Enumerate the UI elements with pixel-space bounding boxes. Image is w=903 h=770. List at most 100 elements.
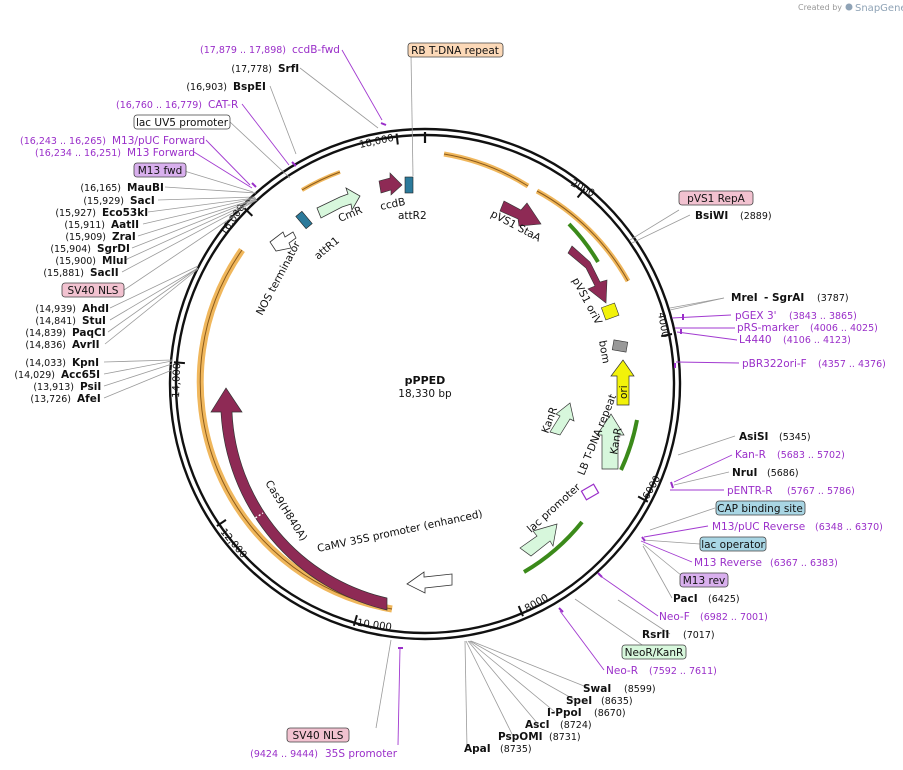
site-apai-pos: (8735): [500, 744, 532, 755]
site-swai-name: SwaI: [583, 683, 611, 695]
primer-ccdb-fwd-name: ccdB-fwd: [292, 44, 340, 56]
cap-binding-box: [715, 500, 806, 516]
tick-mark: [173, 361, 185, 365]
primer-prs-range: (4006 .. 4025): [810, 323, 878, 334]
primer-ccdb-fwd-range: (17,879 .. 17,898): [200, 45, 286, 56]
primer-35s-range: (9424 .. 9444): [250, 749, 318, 760]
camv-arrow: [406, 571, 453, 594]
site-srfi-pos: (17,778): [231, 64, 272, 75]
lac-operator-box: [699, 536, 767, 552]
lac-uv5-box: [133, 114, 231, 130]
primer-kanr-range: (5683 .. 5702): [777, 450, 845, 461]
site-asci-name: AscI: [525, 719, 550, 731]
sv40-nls-top-label: SV40 NLS: [68, 285, 119, 297]
site-bsiwi-name: BsiWI: [695, 210, 728, 222]
site-kpni-pos: (14,033): [25, 358, 66, 369]
tick-mark: [576, 188, 586, 199]
tick-mark: [216, 519, 227, 527]
bom-label: bom: [596, 339, 612, 364]
primer-pgex3-range: (3843 .. 3865): [789, 311, 857, 322]
primer-cat-r-range: (16,760 .. 16,779): [116, 100, 202, 111]
kanr-outer-label: KanR: [608, 427, 625, 456]
attr1-box: [295, 210, 313, 230]
pvs1-staa-arrow: [499, 200, 542, 227]
pvs1-oriv-arrow: [567, 245, 608, 304]
tick-label-14000: 14,000: [171, 363, 183, 398]
tick-label-10000: 10,000: [356, 618, 392, 634]
cmr-arrow: [316, 187, 361, 219]
primer-m13puc-name: M13/pUC Forward: [112, 135, 205, 147]
sv40-nls-bottom-label: SV40 NLS: [293, 730, 344, 742]
m13-rev-label: M13 rev: [683, 575, 726, 587]
site-asisi-name: AsiSI: [739, 431, 768, 443]
primer-neof-name: Neo-F: [659, 611, 690, 623]
site-sacii-pos: (15,881): [43, 268, 84, 279]
primer-pbr-range: (4357 .. 4376): [818, 359, 886, 370]
site-spei-pos: (8635): [601, 696, 633, 707]
site-rsrii-name: RsrII: [642, 629, 669, 641]
primer-pgex3-name: pGEX 3': [735, 310, 777, 322]
site-maubi-pos: (16,165): [80, 183, 121, 194]
site-ahdi-pos: (14,939): [35, 304, 76, 315]
pvs1-repa-box: [678, 190, 754, 206]
orange-highlight-arcs: [196, 151, 631, 613]
ccdb-label: ccdB: [379, 196, 406, 213]
tick-mark: [352, 614, 358, 627]
rb-tdna-box-group: RB T-DNA repeat: [407, 42, 504, 58]
site-maubi-name: MauBI: [127, 182, 164, 194]
ori-label: ori: [618, 385, 630, 399]
attr2-box: [404, 176, 414, 194]
site-mrei-sep: -: [764, 292, 768, 304]
site-mrei-name: MreI: [731, 292, 758, 304]
site-acc65i-name: Acc65I: [61, 369, 100, 381]
snapgene-logo-icon: [845, 3, 853, 11]
rb-tdna-box: [407, 42, 504, 58]
primer-m13pucrev-range: (6348 .. 6370): [815, 522, 883, 533]
site-psii-pos: (13,913): [33, 382, 74, 393]
attr1-label: attR1: [312, 235, 342, 263]
plasmid-title: pPPED 18,330 bp: [398, 374, 452, 400]
site-nrui-name: NruI: [732, 467, 757, 479]
site-asci-pos: (8724): [560, 720, 592, 731]
lac-operator-label: lac operator: [701, 539, 765, 551]
site-eco53ki-name: Eco53kI: [102, 207, 148, 219]
lac-promoter-arrow: [519, 523, 558, 557]
primer-neor-name: Neo-R: [606, 665, 638, 677]
site-sacii-name: SacII: [90, 267, 119, 279]
repa-arc: [535, 188, 631, 283]
tick-mark: [517, 605, 524, 617]
primer-prs-name: pRS-marker: [737, 322, 800, 334]
site-pspomi-name: PspOMI: [498, 731, 543, 743]
site-swai-pos: (8599): [624, 684, 656, 695]
tick-label-2000: 2000: [569, 178, 597, 200]
green-arc-2: [619, 419, 639, 471]
credit-prefix: Created by: [798, 3, 842, 12]
kanr-outer-arrow: [596, 413, 625, 470]
primer-m13f-range: (16,234 .. 16,251): [35, 148, 121, 159]
site-mlui-name: MluI: [102, 255, 127, 267]
rb-arc: [443, 151, 530, 189]
primer-neof-range: (6982 .. 7001): [700, 612, 768, 623]
site-sgrai-name: SgrAI: [772, 292, 804, 304]
kanr-inner-arrow: [549, 402, 575, 436]
tick-marks: [173, 132, 673, 627]
primer-m13rev-name: M13 Reverse: [694, 557, 762, 569]
tick-mark: [243, 207, 254, 217]
site-asisi-pos: (5345): [779, 432, 811, 443]
site-stui-pos: (14,841): [35, 316, 76, 327]
primer-pentr-name: pENTR-R: [727, 485, 773, 497]
neor-kanr-box: [621, 644, 687, 660]
site-pspomi-pos: (8731): [549, 732, 581, 743]
site-bspei-name: BspEI: [233, 81, 266, 93]
primer-pentr-range: (5767 .. 5786): [787, 486, 855, 497]
site-ippoi-pos: (8670): [594, 708, 626, 719]
labels-right: pVS1 RepA BsiWI (2889) MreI - SgrAI (378…: [606, 190, 886, 677]
tick-label-8000: 8000: [523, 592, 551, 614]
site-afei-pos: (13,726): [30, 394, 71, 405]
pvs1-ori-square: [600, 302, 620, 321]
labels-top-left: (17,879 .. 17,898) ccdB-fwd (17,778) Srf…: [14, 44, 340, 405]
credit-brand: SnapGene: [855, 3, 903, 14]
pvs1-repa-label: pVS1 RepA: [687, 193, 745, 205]
labels-bottom: SwaI (8599) SpeI (8635) I-PpoI (8670) As…: [250, 683, 655, 760]
primer-pbr-name: pBR322ori-F: [742, 358, 807, 370]
